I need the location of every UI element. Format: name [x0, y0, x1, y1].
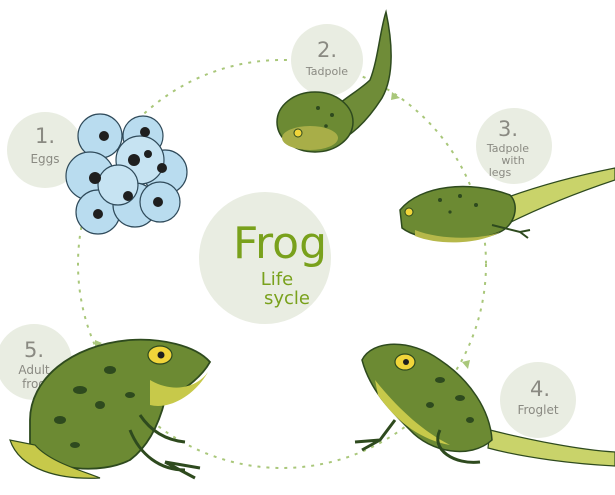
stage-5-label-line1: Adult: [18, 363, 50, 377]
stage-3-badge: 3. Tadpole with legs: [476, 108, 552, 184]
center-badge: Frog Life sycle: [199, 192, 331, 324]
cycle-arrow: [391, 92, 400, 100]
stage-2-number: 2.: [317, 38, 337, 62]
stage-2-badge: 2. Tadpole: [291, 24, 363, 96]
stage-5-number: 5.: [24, 338, 44, 362]
diagram-subtitle-line2: sycle: [264, 288, 310, 309]
diagram-subtitle-line1: Life: [261, 269, 293, 290]
cycle-arrow: [462, 360, 470, 369]
stage-4-badge: 4. Froglet: [500, 362, 576, 438]
froglet-illustration: [355, 344, 615, 466]
frog-eggs-illustration: [66, 114, 187, 234]
stage-3-label-line3: legs: [489, 166, 512, 179]
stage-1-number: 1.: [35, 124, 55, 148]
stage-1-label: Eggs: [30, 152, 59, 166]
stage-4-number: 4.: [530, 377, 550, 401]
stage-2-label: Tadpole: [305, 65, 348, 78]
stage-3-number: 3.: [498, 117, 518, 141]
stage-4-label: Froglet: [517, 403, 558, 417]
diagram-title: Frog: [233, 218, 327, 269]
